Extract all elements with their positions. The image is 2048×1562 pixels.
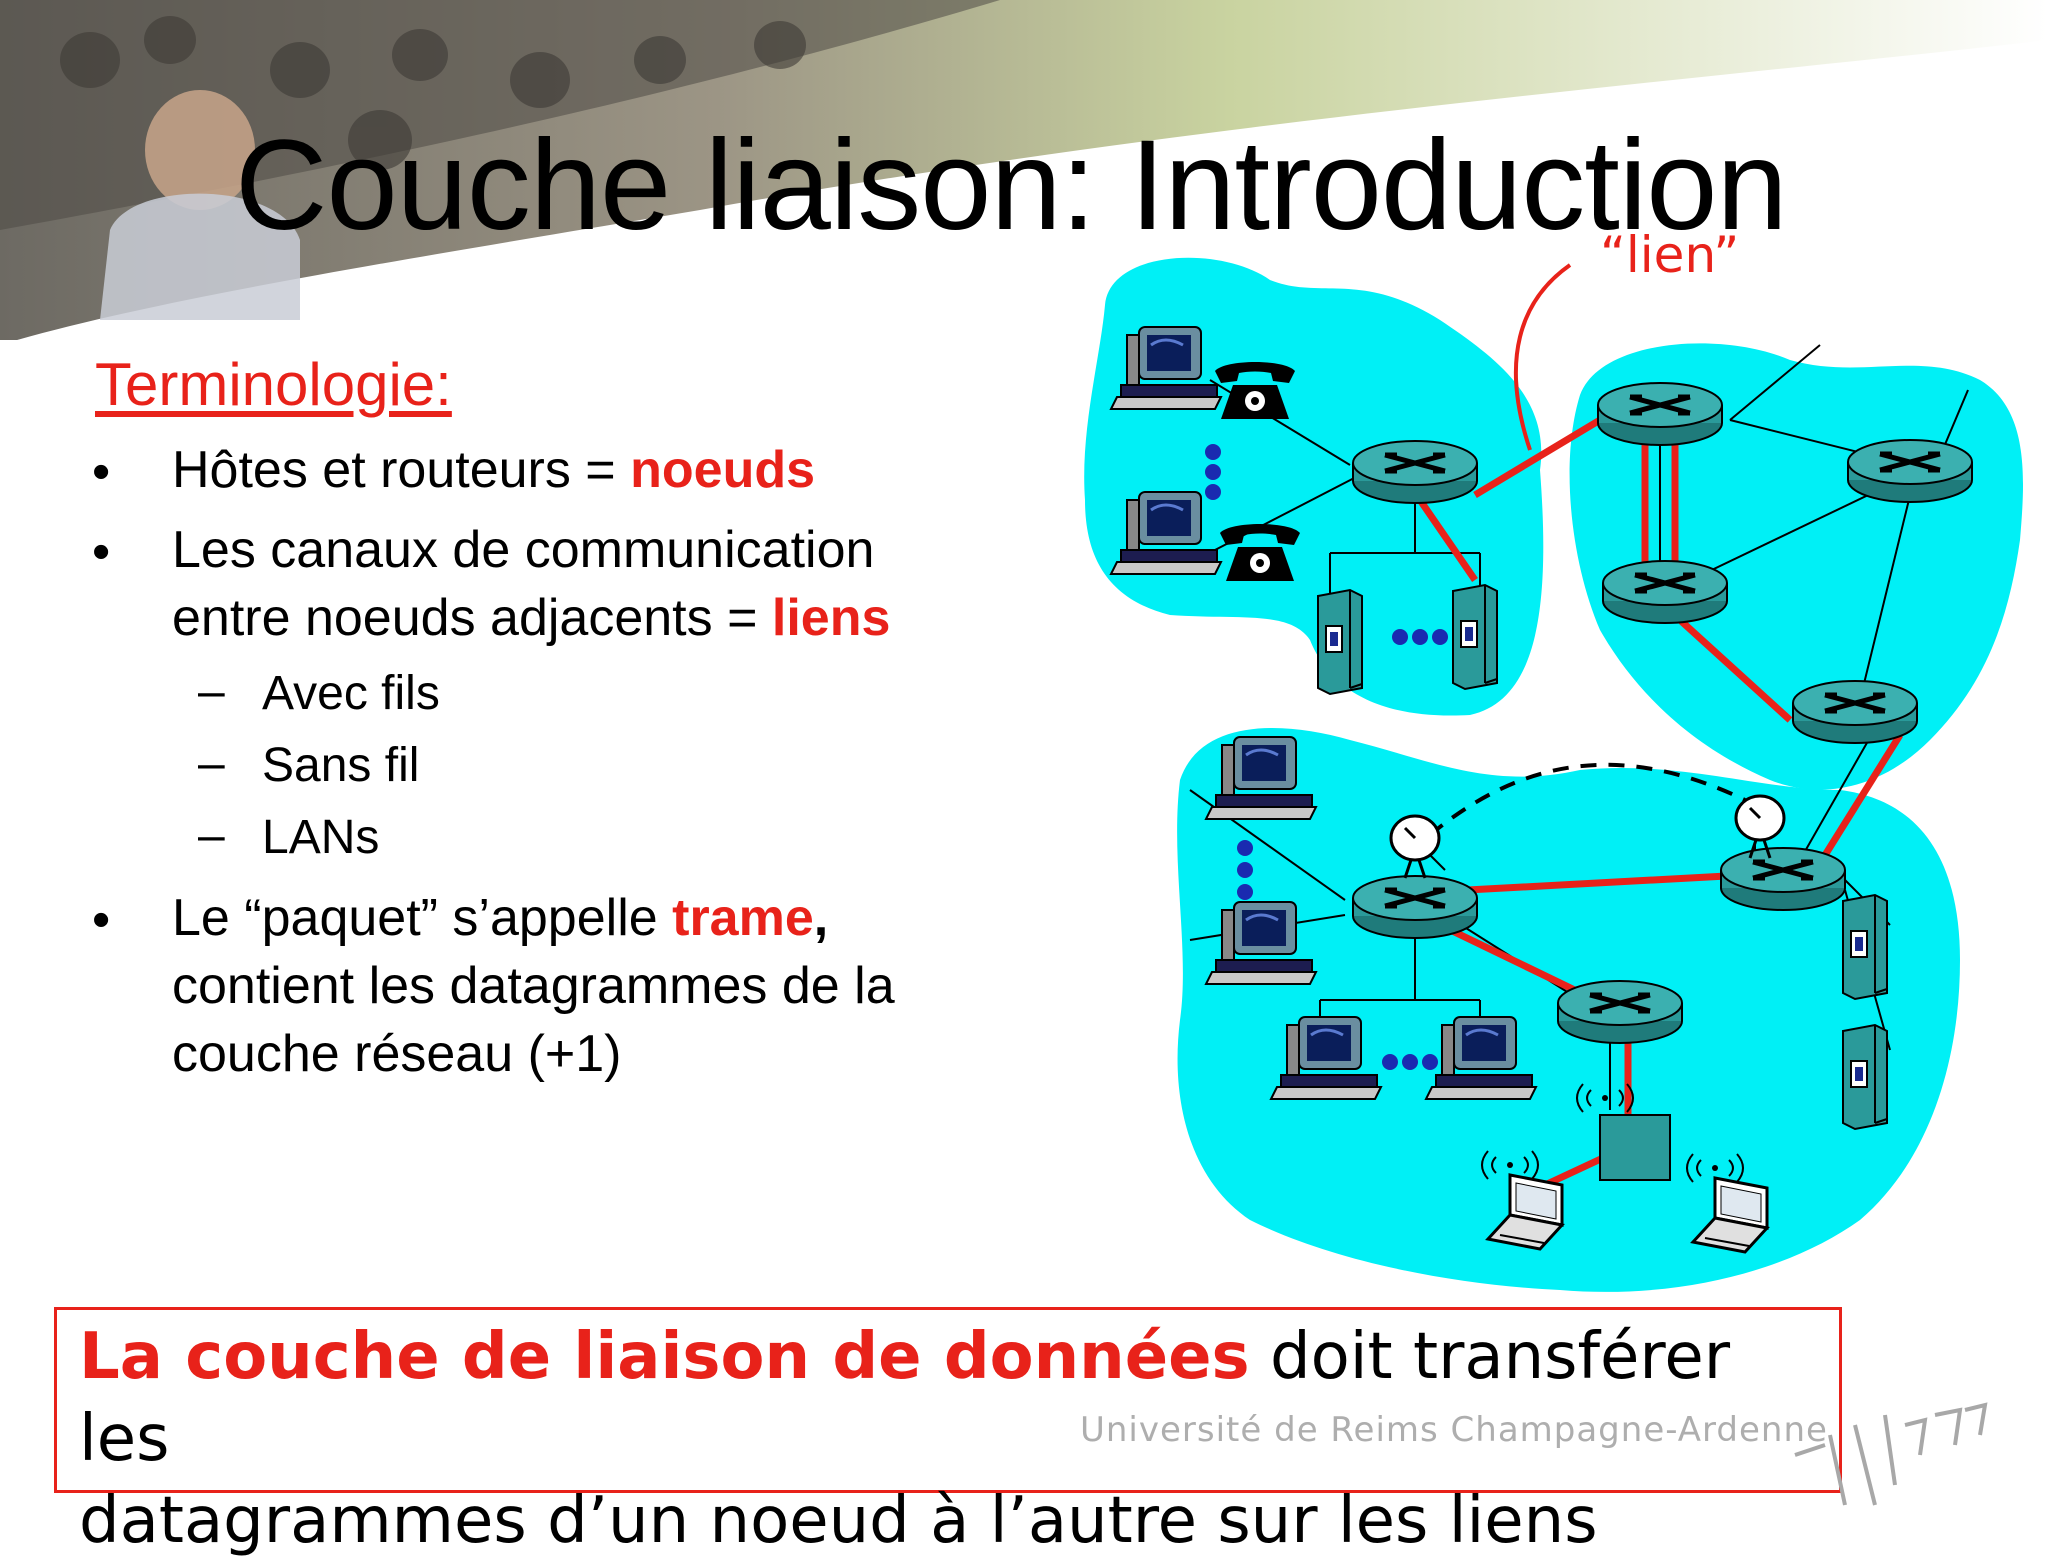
bullet-marker: • (92, 443, 111, 501)
university-logo-icon (1794, 1402, 1988, 1506)
bullet-frame: Le “paquet” s’appelle trame, contient le… (172, 884, 895, 1088)
sub-item-lans: LANs (262, 811, 380, 864)
bullet-text-line3: couche réseau (+1) (172, 1025, 622, 1083)
server-icon (1842, 894, 1888, 1000)
lien-pointer (1513, 263, 1572, 451)
university-watermark: Université de Reims Champagne-Ardenne (1080, 1410, 1828, 1450)
terminology-heading: Terminologie: (95, 351, 452, 418)
bullet-text-line2: contient les datagrammes de la (172, 957, 895, 1015)
bullet-marker: • (92, 891, 111, 949)
highlight-noeuds: noeuds (630, 441, 816, 499)
header-photo-banner (0, 0, 2048, 340)
server-icon (1452, 584, 1498, 690)
bullet-marker: • (92, 523, 111, 581)
ellipsis-dots (1205, 444, 1448, 1070)
highlight-liens: liens (771, 589, 891, 647)
server-icon (1842, 1024, 1888, 1130)
sub-bullet-marker: – (198, 809, 225, 862)
sub-bullet-marker: – (198, 665, 225, 718)
bullet-links: Les canaux de communication entre noeuds… (172, 516, 890, 652)
router-icon (1793, 681, 1917, 743)
router-icon (1848, 440, 1972, 502)
summary-box: La couche de liaison de données doit tra… (54, 1307, 1842, 1558)
summary-highlight: La couche de liaison de données (79, 1320, 1250, 1394)
bullet-text-line1: Le “paquet” s’appelle trame, (172, 884, 895, 952)
lien-label: “lien” (1600, 230, 1739, 284)
router-icon (1353, 441, 1477, 503)
sub-item-sans-fil: Sans fil (262, 739, 420, 792)
router-icon (1558, 981, 1682, 1043)
router-icon (1353, 876, 1477, 938)
bullet-hosts-routers: Hôtes et routeurs = noeuds (172, 436, 815, 504)
router-icon (1721, 848, 1845, 910)
summary-line2: datagrammes d’un noeud à l’autre sur les… (79, 1484, 1598, 1558)
bullet-text: entre noeuds adjacents = (172, 589, 772, 647)
highlight-trame: trame (672, 889, 814, 947)
server-icon (1317, 589, 1363, 695)
router-icon (1603, 561, 1727, 623)
summary-rest: doit transférer les (79, 1320, 1730, 1476)
bullet-comma: , (813, 889, 829, 947)
sub-item-avec-fils: Avec fils (262, 667, 440, 720)
access-point-box (1599, 1114, 1671, 1181)
bullet-text: Hôtes et routeurs = (172, 441, 631, 499)
router-icon (1598, 383, 1722, 445)
summary-line1: La couche de liaison de données doit tra… (79, 1316, 1839, 1480)
network-diagram: “lien” (1084, 230, 2024, 1292)
bullet-text: Le “paquet” s’appelle (172, 889, 673, 947)
bullet-text-line2: entre noeuds adjacents = liens (172, 584, 890, 652)
bullet-text-line1: Les canaux de communication (172, 521, 875, 579)
satellite-link (1428, 762, 1746, 837)
sub-bullet-marker: – (198, 737, 225, 790)
slide-title: Couche liaison: Introduction (235, 114, 1788, 257)
